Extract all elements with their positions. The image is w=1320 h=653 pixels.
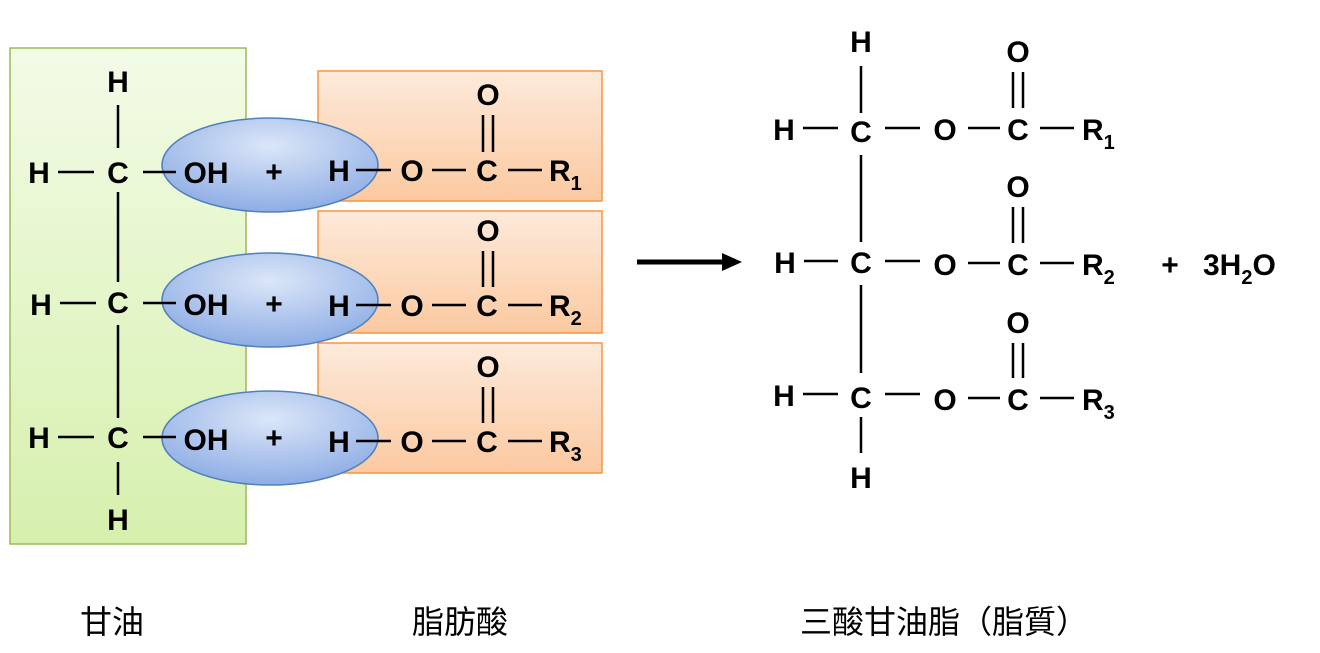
product-r-3: R3	[1082, 384, 1115, 424]
fatty-acid-r-2: R2	[549, 290, 582, 330]
product-o-2: O	[933, 249, 956, 282]
product-c-carbonyl-1: C	[1007, 114, 1029, 147]
glycerol-oh-2: OH	[184, 289, 229, 322]
glycerol-oh-1: OH	[184, 157, 229, 190]
product-h-bottom: H	[850, 462, 872, 495]
water-highlights	[161, 117, 379, 486]
plus-sign-2: +	[265, 288, 283, 321]
fatty-acid-h-1: H	[328, 155, 350, 188]
glycerol-bonds	[58, 105, 176, 495]
product-c-1: C	[850, 116, 872, 149]
fatty-acid-c-1: C	[476, 155, 498, 188]
plus-sign-1: +	[265, 156, 283, 189]
product-o-double-3: O	[1006, 307, 1029, 340]
fatty-acid-c-2: C	[476, 290, 498, 323]
fatty-acid-o-3: O	[400, 426, 423, 459]
water-highlight-1	[161, 117, 379, 213]
reactant-plus-signs: + + +	[265, 156, 283, 455]
product-c-2: C	[850, 247, 872, 280]
fatty-acid-o-1: O	[400, 155, 423, 188]
reaction-arrow	[637, 253, 742, 271]
glycerol-h-bottom: H	[107, 504, 129, 537]
glycerol-c-1: C	[107, 157, 129, 190]
product-c-carbonyl-2: C	[1007, 249, 1029, 282]
product-o-double-1: O	[1006, 36, 1029, 69]
caption-fatty-acid: 脂肪酸	[412, 603, 508, 641]
water-byproduct: + 3H2O	[1161, 249, 1276, 289]
triglyceride-molecule: H H H C O C O R1 H C O C O R2 H C	[773, 26, 1115, 495]
product-h-1: H	[773, 114, 795, 147]
caption-product: 三酸甘油脂（脂質）	[800, 603, 1088, 641]
fatty-acid-o-double-3: O	[476, 351, 499, 384]
fatty-acid-h-3: H	[328, 426, 350, 459]
product-r-2: R2	[1082, 249, 1115, 289]
fatty-acid-o-double-1: O	[476, 79, 499, 112]
fatty-acid-2: O H O C R2	[328, 215, 582, 330]
fatty-acid-r-1: R1	[549, 155, 582, 195]
product-h-3: H	[773, 380, 795, 413]
byproduct-water: 3H2O	[1203, 249, 1276, 289]
fatty-acid-r-3: R3	[549, 426, 582, 466]
glycerol-h-3: H	[28, 422, 50, 455]
plus-sign-3: +	[265, 422, 283, 455]
glycerol-molecule: H H C OH H C OH H C OH H	[28, 66, 228, 537]
product-h-top: H	[850, 26, 872, 59]
fatty-acid-o-double-2: O	[476, 215, 499, 248]
product-h-2: H	[774, 247, 796, 280]
glycerol-h-2: H	[30, 289, 52, 322]
caption-glycerol: 甘油	[80, 603, 144, 641]
fatty-acid-o-2: O	[400, 290, 423, 323]
fatty-acid-3: O H O C R3	[328, 351, 582, 466]
glycerol-c-3: C	[107, 422, 129, 455]
water-highlight-2	[161, 252, 379, 348]
product-o-1: O	[933, 114, 956, 147]
product-c-3: C	[850, 382, 872, 415]
glycerol-c-2: C	[107, 287, 129, 320]
fatty-acid-1: O H O C R1	[328, 79, 582, 195]
product-o-double-2: O	[1006, 171, 1029, 204]
fatty-acid-h-2: H	[328, 290, 350, 323]
byproduct-plus: +	[1161, 249, 1179, 282]
glycerol-h-1: H	[28, 157, 50, 190]
product-r-1: R1	[1082, 114, 1115, 154]
product-c-carbonyl-3: C	[1007, 384, 1029, 417]
glycerol-oh-3: OH	[184, 424, 229, 457]
product-o-3: O	[933, 384, 956, 417]
fatty-acid-c-3: C	[476, 426, 498, 459]
glycerol-h-top: H	[107, 66, 129, 99]
